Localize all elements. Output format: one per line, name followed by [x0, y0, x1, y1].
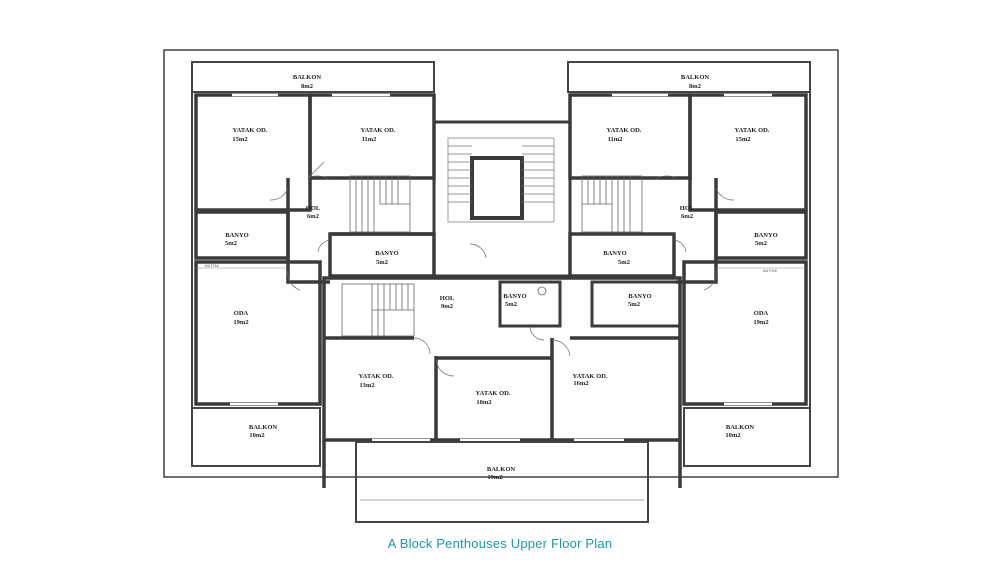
label-bath-left-mid-name: BANYO — [375, 250, 398, 257]
site-boundary — [163, 49, 839, 478]
stair-left — [349, 175, 411, 233]
label-hall-right-name: HOL — [680, 205, 695, 212]
balcony-bottom-right — [683, 407, 811, 467]
label-bedroom-tl1-area: 15m2 — [232, 136, 247, 143]
label-hall-left-area: 6m2 — [307, 213, 319, 220]
label-bedroom-c1-name: YATAK OD. — [359, 373, 394, 380]
stair-core — [432, 120, 572, 278]
label-bath-right-mid-area: 5m2 — [618, 259, 630, 266]
label-bedroom-tr1-area: 11m2 — [608, 136, 623, 143]
label-bedroom-tr2-area: 15m2 — [735, 136, 750, 143]
plan-caption: A Block Penthouses Upper Floor Plan — [387, 536, 613, 551]
label-kitchen-left: MUTFAK — [205, 264, 220, 268]
label-balcony-bottom-left-name: BALKON — [249, 424, 277, 431]
label-balcony-top-right-name: BALKON — [681, 74, 709, 81]
label-bedroom-tr1-name: YATAK OD. — [607, 127, 642, 134]
label-bath-right-mid-name: BANYO — [603, 250, 626, 257]
label-bath-center1-name: BANYO — [503, 293, 526, 300]
label-bedroom-tl2-area: 11m2 — [362, 136, 377, 143]
label-bedroom-tr2-name: YATAK OD. — [735, 127, 770, 134]
label-hall-center-area: 9m2 — [441, 303, 453, 310]
label-balcony-bottom-left-area: 10m2 — [249, 432, 264, 439]
label-bedroom-c1-area: 13m2 — [359, 382, 374, 389]
label-bedroom-c2-area: 10m2 — [476, 399, 491, 406]
balcony-bottom-center — [355, 441, 649, 523]
label-bedroom-tl2-name: YATAK OD. — [361, 127, 396, 134]
door-swings — [269, 161, 735, 377]
label-oda-left-area: 19m2 — [233, 319, 248, 326]
label-balcony-top-right-area: 8m2 — [689, 83, 701, 90]
label-bath-center1-area: 5m2 — [505, 301, 517, 308]
label-bath-right-small-area: 5m2 — [755, 240, 767, 247]
label-balcony-top-left-area: 8m2 — [301, 83, 313, 90]
label-bath-left-small-name: BANYO — [225, 232, 248, 239]
elevator-shaft — [470, 156, 524, 220]
label-kitchen-right: MUTFAK — [763, 269, 778, 273]
label-bedroom-c3-name: YATAK OD. — [573, 373, 608, 380]
floor-plan: BALKON 8m2 BALKON 8m2 YATAK OD. 15m2 YAT… — [163, 49, 839, 523]
bath-right-mid — [568, 232, 676, 278]
label-balcony-top-left-name: BALKON — [293, 74, 321, 81]
stair-core-steps — [447, 137, 555, 223]
bedroom-top-left-1 — [194, 93, 312, 212]
label-oda-right-area: 19m2 — [753, 319, 768, 326]
bath-center-2 — [590, 280, 682, 328]
label-balcony-bottom-center-area: 19m2 — [487, 474, 502, 481]
label-bedroom-c2-name: YATAK OD. — [476, 390, 511, 397]
label-oda-right-name: ODA — [754, 310, 769, 317]
label-bath-left-small-area: 5m2 — [225, 240, 237, 247]
label-hall-right-area: 6m2 — [681, 213, 693, 220]
label-bedroom-tl1-name: YATAK OD. — [233, 127, 268, 134]
label-hall-center-name: HOL — [440, 295, 455, 302]
label-bath-center2-area: 5m2 — [628, 301, 640, 308]
label-balcony-bottom-right-area: 10m2 — [725, 432, 740, 439]
label-balcony-bottom-center-name: BALKON — [487, 466, 515, 473]
label-bath-center2-name: BANYO — [628, 293, 651, 300]
label-oda-left-name: ODA — [234, 310, 249, 317]
bedroom-top-right-1 — [568, 93, 692, 180]
label-balcony-bottom-right-name: BALKON — [726, 424, 754, 431]
stair-right — [581, 175, 643, 233]
label-bath-left-mid-area: 5m2 — [376, 259, 388, 266]
bedroom-top-right-2 — [688, 93, 808, 212]
label-bath-right-small-name: BANYO — [754, 232, 777, 239]
label-hall-left-name: HOL — [306, 205, 321, 212]
label-bedroom-c3-area: 16m2 — [573, 380, 588, 387]
